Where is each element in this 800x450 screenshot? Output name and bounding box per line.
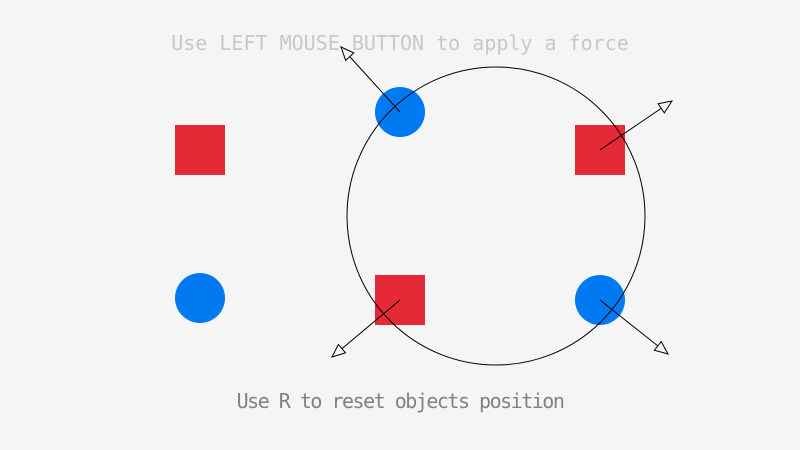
force-arrow-head	[340, 46, 355, 62]
blue-ball-left[interactable]	[175, 273, 225, 323]
boundary-circle	[346, 66, 646, 366]
force-arrow-head	[657, 100, 674, 114]
force-arrow-line	[599, 299, 669, 355]
hint-apply-force: Use LEFT MOUSE BUTTON to apply a force	[171, 31, 629, 55]
force-arrow-line	[340, 46, 401, 113]
hint-reset-objects: Use R to reset objects position	[236, 389, 565, 413]
red-box-left[interactable]	[175, 125, 225, 175]
force-arrow-line	[599, 100, 673, 151]
force-arrow-head	[331, 343, 347, 358]
force-arrow-head	[653, 340, 670, 355]
force-arrow-line	[331, 299, 401, 358]
